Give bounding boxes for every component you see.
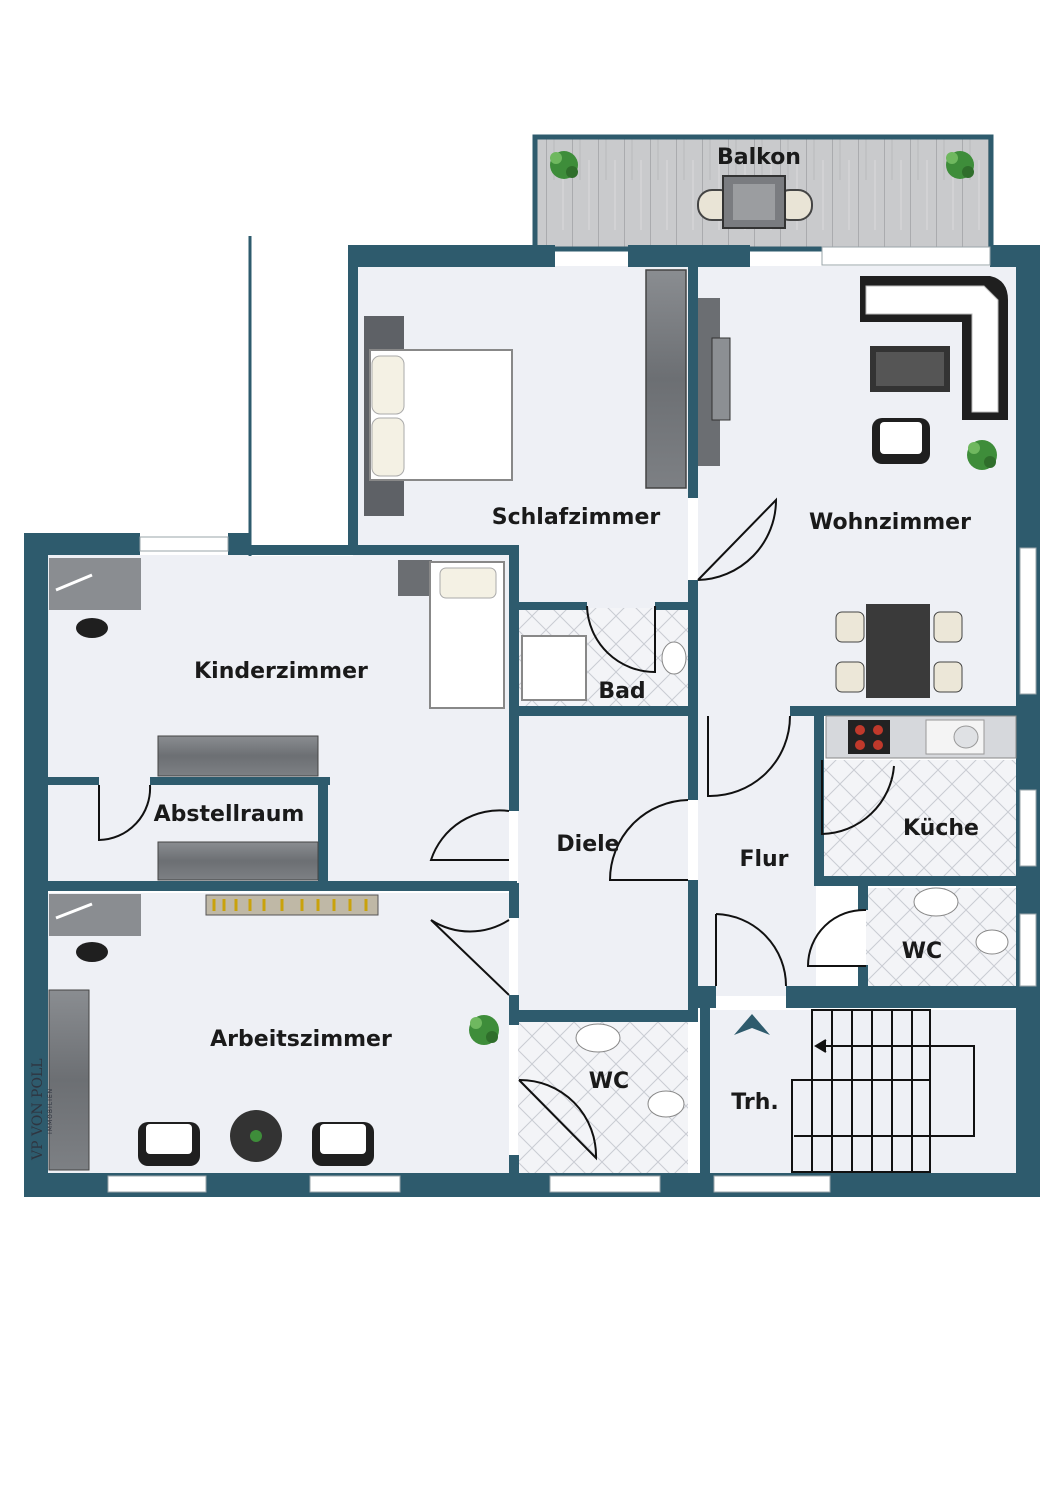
shower <box>521 635 587 701</box>
staircase <box>791 1009 975 1173</box>
wardrobe <box>645 269 687 489</box>
room-labels: Balkon Schlafzimmer Wohnzimmer Kinderzim… <box>154 145 979 1115</box>
dining-table <box>835 604 963 698</box>
label-arbeitszimmer: Arbeitszimmer <box>210 1027 392 1052</box>
armchair <box>872 418 930 464</box>
brand-sub: IMMOBILIEN <box>47 1088 54 1134</box>
toilet <box>661 641 687 675</box>
walls <box>24 245 1040 1197</box>
armchair <box>312 1122 374 1166</box>
desk <box>49 894 141 962</box>
label-abstellraum: Abstellraum <box>154 802 305 827</box>
label-diele: Diele <box>556 832 619 857</box>
cabinet <box>48 989 90 1171</box>
up-arrow-icon <box>734 1014 770 1035</box>
bookshelf <box>205 894 379 916</box>
brand-name: VON POLL <box>30 1058 46 1137</box>
plant-icon <box>550 151 578 179</box>
plant-icon <box>967 440 997 470</box>
outside-stairs <box>248 236 353 556</box>
side-table <box>230 1110 282 1162</box>
windows <box>107 246 1037 1193</box>
label-bad: Bad <box>598 679 645 704</box>
double-bed <box>364 316 513 516</box>
label-wohnzimmer: Wohnzimmer <box>809 510 971 535</box>
plant-icon <box>469 1015 499 1045</box>
label-schlafzimmer: Schlafzimmer <box>492 505 661 530</box>
label-treppenhaus: Trh. <box>731 1090 778 1115</box>
brand-monogram: VP <box>30 1140 46 1161</box>
label-wc-flur: WC <box>902 939 942 964</box>
label-kinderzimmer: Kinderzimmer <box>194 659 368 684</box>
wc-sink <box>913 887 1009 955</box>
shelf <box>157 735 319 881</box>
brand-logo: VP VON POLL IMMOBILIEN <box>30 1058 54 1161</box>
coffee-table <box>870 346 950 392</box>
wc-fixtures <box>575 1023 685 1118</box>
label-wc-diele: WC <box>589 1069 629 1094</box>
balcony <box>532 134 994 252</box>
single-bed <box>398 560 505 709</box>
label-balkon: Balkon <box>717 145 801 170</box>
armchair <box>138 1122 200 1166</box>
sofa <box>860 276 1008 420</box>
plant-icon <box>946 151 974 179</box>
doors <box>98 497 895 1161</box>
kitchen-counter <box>825 715 1017 759</box>
desk <box>49 558 141 638</box>
label-kueche: Küche <box>903 816 979 841</box>
tv-cabinet <box>698 298 731 466</box>
balcony-table <box>697 175 813 229</box>
floors <box>47 266 1018 1173</box>
label-flur: Flur <box>739 847 788 872</box>
